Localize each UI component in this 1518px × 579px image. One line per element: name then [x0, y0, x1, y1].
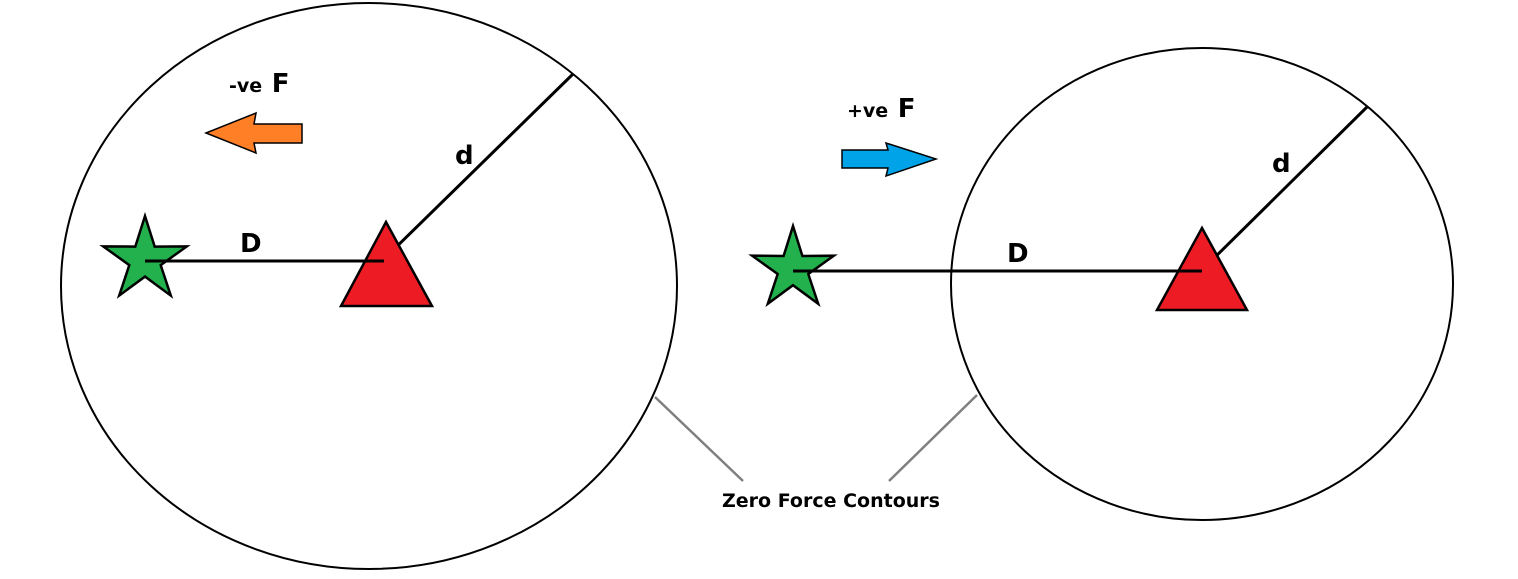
- right-panel: +ve F D d: [748, 47, 1454, 521]
- left-force-arrow: [203, 111, 303, 155]
- right-force-label: +ve F: [847, 94, 916, 124]
- right-radius-label: d: [1272, 149, 1291, 179]
- left-triangle: [338, 219, 435, 308]
- left-star: [99, 211, 191, 299]
- left-force-label: -ve F: [229, 69, 290, 99]
- right-triangle: [1154, 225, 1250, 312]
- right-distance-label: D: [1007, 239, 1029, 269]
- caption-leader-right: [888, 394, 978, 482]
- right-zero-force-contour: [950, 47, 1454, 521]
- caption-leader-left: [654, 396, 744, 482]
- left-zero-force-contour: [60, 2, 678, 570]
- caption-group: Zero Force Contours: [654, 394, 978, 512]
- zero-force-contours-caption: Zero Force Contours: [722, 490, 940, 512]
- right-radius-line: [1200, 104, 1370, 272]
- left-radius-label: d: [455, 141, 474, 171]
- left-panel: -ve F D d: [60, 2, 678, 570]
- right-star: [748, 221, 838, 308]
- right-force-arrow: [841, 141, 939, 178]
- left-distance-label: D: [240, 229, 262, 259]
- left-radius-line: [382, 72, 575, 261]
